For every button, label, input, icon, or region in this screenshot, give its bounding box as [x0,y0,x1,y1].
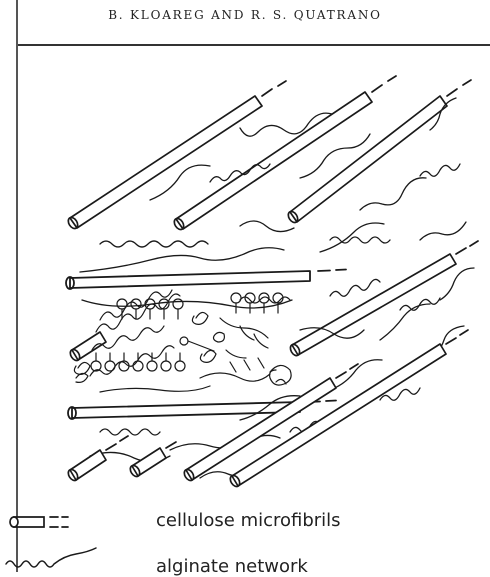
page-header: B. KLOAREG AND R. S. QUATRANO [0,0,490,44]
microfibril-horizontal-upper [66,270,346,290]
microfibril-row-top [66,76,471,231]
cell-wall-diagram: cellulose microfibrils alginate network [0,46,490,572]
cell-wall-illustration [0,46,490,572]
legend-item-cellulose: cellulose microfibrils [0,506,490,536]
legend-label-alginate: alginate network [156,556,308,577]
legend-label-cellulose: cellulose microfibrils [156,510,341,531]
microfibril-row-middle [68,241,478,362]
microfibril-symbol [0,506,90,536]
legend-item-alginate: alginate network [0,546,490,572]
running-header-authors: B. KLOAREG AND R. S. QUATRANO [0,8,490,22]
